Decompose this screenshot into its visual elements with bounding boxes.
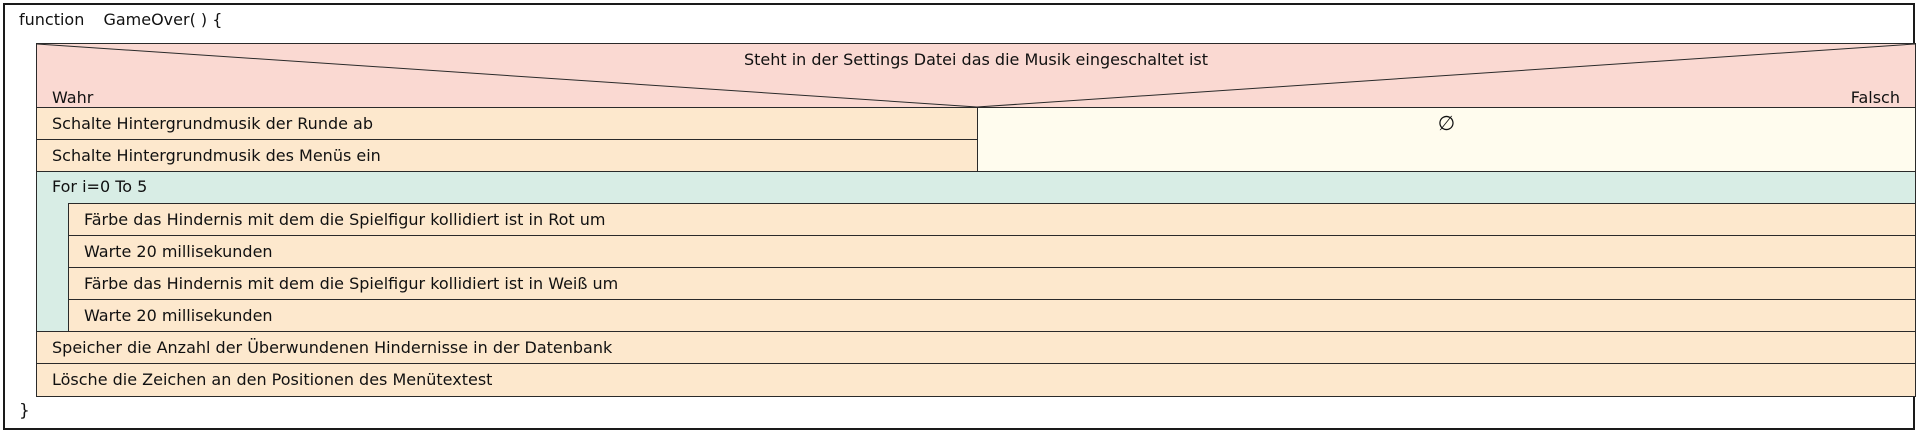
function-signature: GameOver( ) { [103,10,223,29]
loop-body-statement: Färbe das Hindernis mit dem die Spielfig… [68,267,1916,300]
statement-block: Schalte Hintergrundmusik des Menüs ein [36,139,978,172]
decision-triangle [37,44,1915,107]
function-closing-brace: } [19,401,30,421]
loop-header: For i=0 To 5 [52,177,148,196]
decision-false-label: Falsch [1850,88,1900,107]
empty-branch: ∅ [977,107,1916,172]
statement-block: Lösche die Zeichen an den Positionen des… [36,363,1916,397]
function-header: function GameOver( ) { [19,10,222,29]
loop-body-statement: Warte 20 millisekunden [68,235,1916,268]
loop-body-statement: Färbe das Hindernis mit dem die Spielfig… [68,203,1916,236]
decision-condition: Steht in der Settings Datei das die Musi… [743,50,1209,69]
statement-block: Schalte Hintergrundmusik der Runde ab [36,107,978,140]
decision-block: Steht in der Settings Datei das die Musi… [36,43,1916,108]
function-keyword: function [19,10,85,29]
decision-true-label: Wahr [52,88,94,107]
loop-body-statement: Warte 20 millisekunden [68,299,1916,332]
empty-set-icon: ∅ [1437,111,1456,135]
statement-block: Speicher die Anzahl der Überwundenen Hin… [36,331,1916,364]
